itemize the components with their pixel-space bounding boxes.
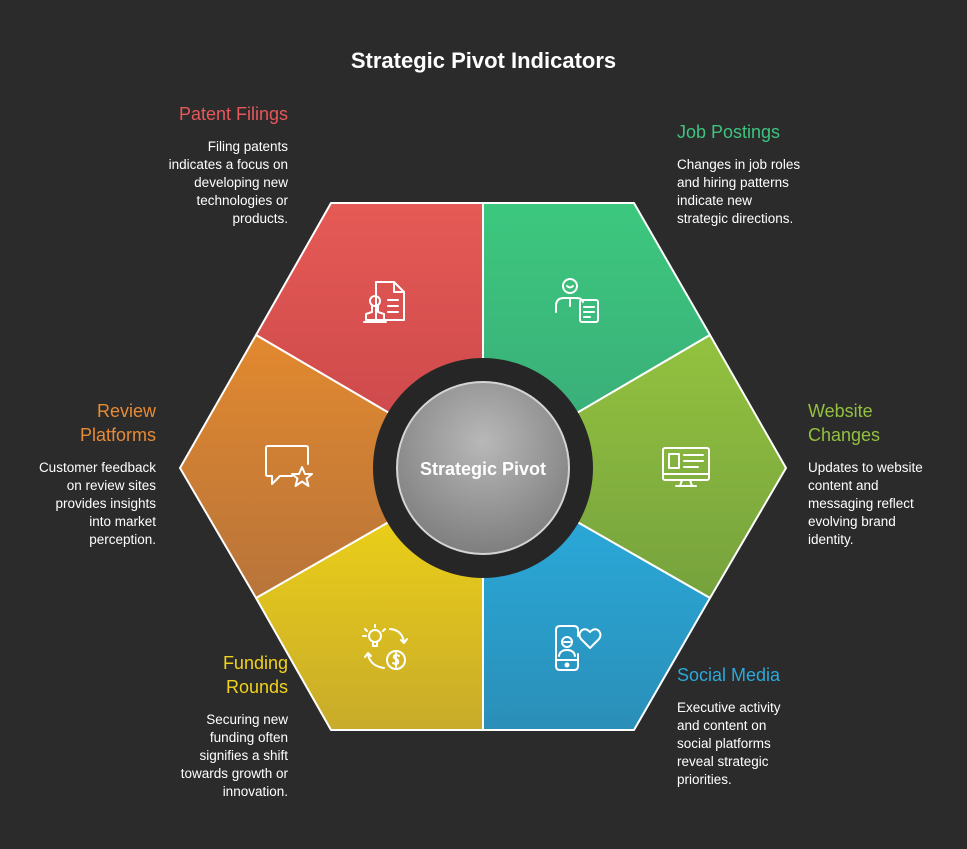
website-monitor-icon — [658, 440, 714, 496]
desc-social-media: Executive activity and content on social… — [677, 700, 781, 787]
center-circle — [396, 381, 570, 555]
label-job-postings: Job Postings — [677, 122, 781, 142]
label-website-changes: Website Changes — [808, 401, 881, 445]
job-candidate-icon — [550, 272, 606, 328]
patent-document-icon — [358, 272, 414, 328]
desc-website-changes: Updates to website content and messaging… — [808, 460, 923, 547]
label-funding-rounds: Funding Rounds — [222, 653, 288, 697]
center-label: Strategic Pivot — [420, 459, 546, 479]
desc-funding-rounds: Securing new funding often signifies a s… — [180, 712, 288, 799]
desc-job-postings: Changes in job roles and hiring patterns… — [677, 157, 801, 226]
diagram-title: Strategic Pivot Indicators — [350, 48, 617, 73]
label-patent-filings: Patent Filings — [178, 104, 288, 124]
desc-review-platforms: Customer feedback on review sites provid… — [38, 460, 156, 547]
desc-patent-filings: Filing patents indicates a focus on deve… — [168, 139, 288, 226]
chat-star-icon — [262, 440, 318, 496]
idea-money-cycle-icon — [358, 620, 414, 676]
segment-review-platforms — [179, 334, 484, 599]
label-review-platforms: Review Platforms — [79, 401, 156, 445]
phone-heart-icon — [550, 620, 606, 676]
label-social-media: Social Media — [677, 665, 781, 685]
